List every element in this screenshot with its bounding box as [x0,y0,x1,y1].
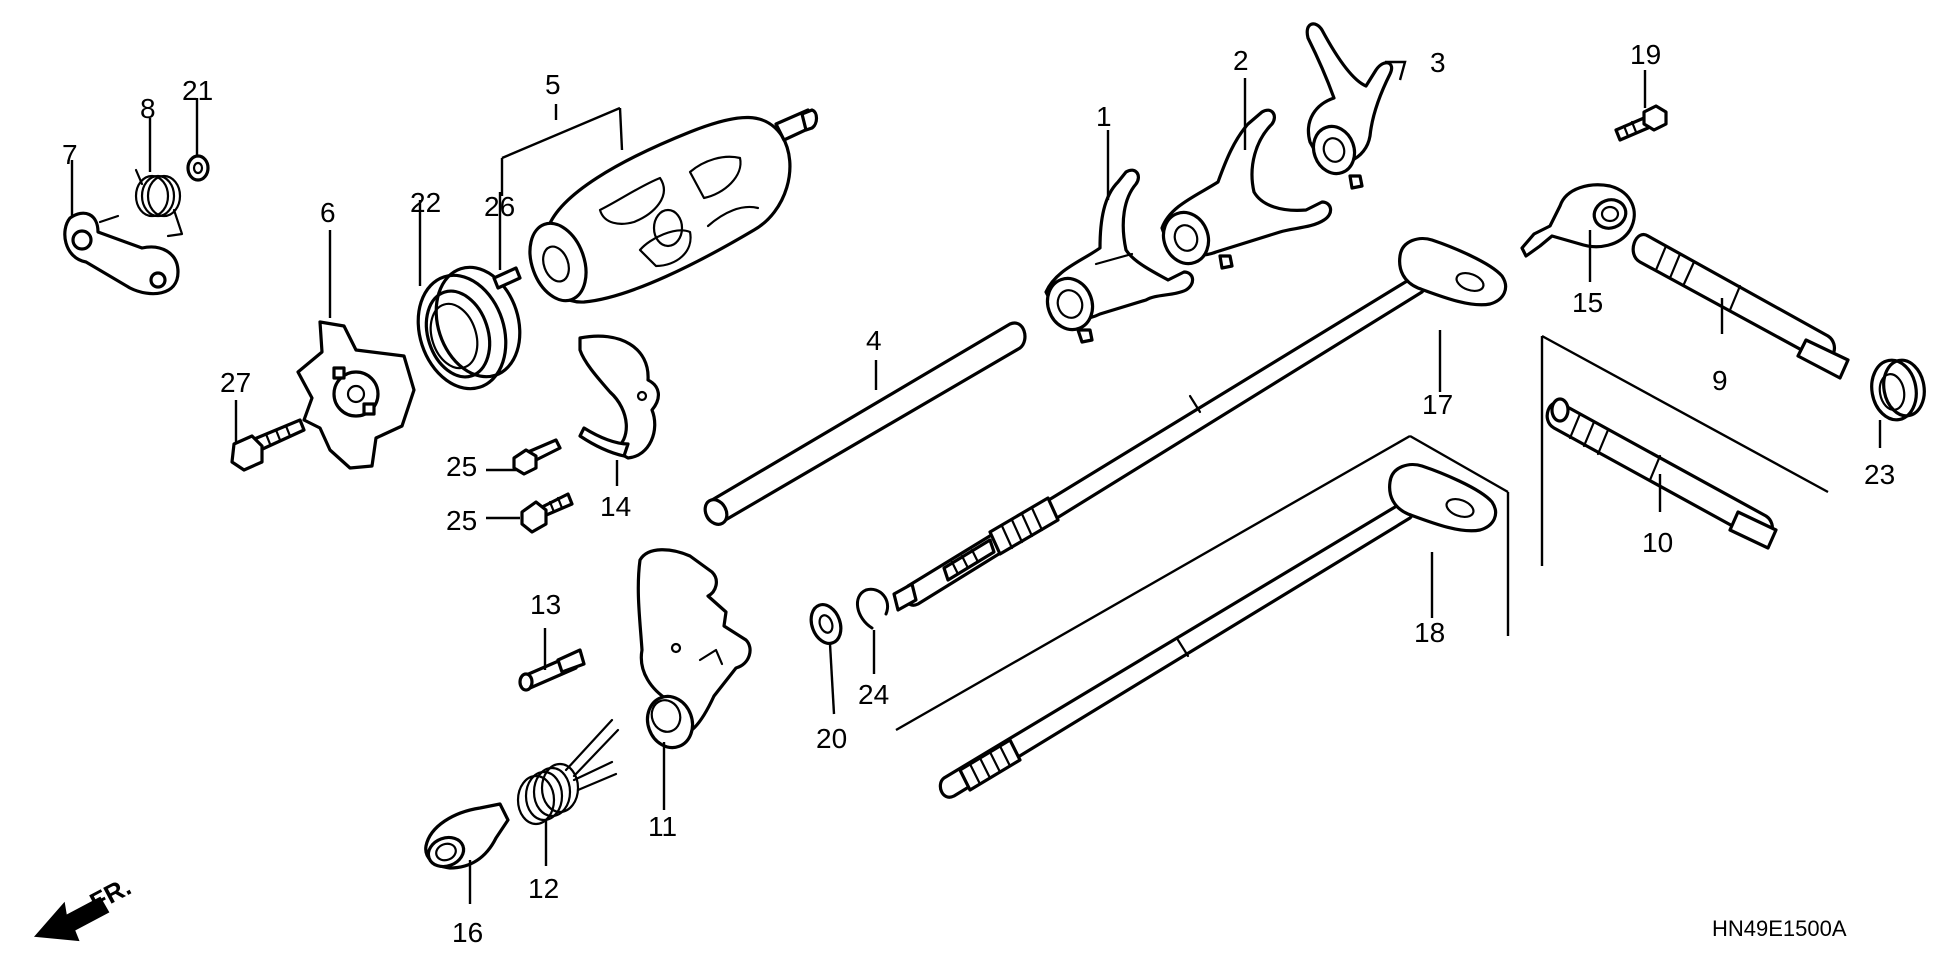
callout-18: 18 [1414,617,1445,648]
callout-11: 11 [648,811,677,842]
callout-1: 1 [1096,101,1112,132]
arrow-left-down-icon [33,896,110,942]
part-19-bolt [1614,104,1668,142]
diagram-code: HN49E1500A [1712,916,1847,941]
callout-7: 7 [62,139,78,170]
callout-9: 9 [1712,365,1728,396]
part-18-gearshift-spindle [938,462,1498,799]
part-9-shift-shaft [1631,232,1850,380]
callout-14: 14 [600,491,631,522]
callout-19: 19 [1630,39,1661,70]
callout-5: 5 [545,69,561,100]
part-23-oil-seal [1870,358,1926,422]
callout-12: 12 [528,873,559,904]
part-5-shift-drum [528,108,819,304]
part-25-bolt-lower [520,492,574,534]
part-8-spring [134,168,184,238]
callout-6: 6 [320,197,336,228]
callout-3: 3 [1430,47,1446,78]
callout-25-lower: 25 [446,505,477,536]
callout-21: 21 [182,75,213,106]
part-13-pin-bolt [518,648,586,692]
group-lines [500,104,1829,732]
callout-labels: 1 2 3 4 5 6 7 8 9 10 11 12 13 14 15 16 1… [62,39,1895,948]
part-16-joint [424,802,510,870]
part-27-bolt [230,418,306,472]
part-17-gearshift-spindle [892,236,1508,612]
part-25-bolt-upper [512,438,562,476]
callout-26: 26 [484,191,515,222]
part-4-fork-shaft [703,321,1027,526]
part-11-shift-arm [636,548,752,750]
callout-27: 27 [220,367,251,398]
callout-8: 8 [140,93,156,124]
part-15-joint [1520,183,1636,258]
callout-20: 20 [816,723,847,754]
callout-23: 23 [1864,459,1895,490]
part-1-shift-fork [1044,168,1195,344]
callout-17: 17 [1422,389,1453,420]
part-14-plate [578,334,660,460]
callout-10: 10 [1642,527,1673,558]
part-12-return-spring [516,718,620,826]
part-22-bearing [416,265,522,391]
callout-13: 13 [530,589,561,620]
part-24-circlip [856,587,889,630]
callout-4: 4 [866,325,882,356]
part-10-shift-shaft [1545,397,1778,550]
callout-15: 15 [1572,287,1603,318]
callout-16: 16 [452,917,483,948]
front-direction-indicator: FR. [33,871,136,942]
callout-2: 2 [1233,45,1249,76]
callout-22: 22 [410,187,441,218]
part-21-washer [186,154,210,182]
part-26-dowel-pin [492,266,522,290]
callout-24: 24 [858,679,889,710]
part-7-stopper-arm [63,211,180,296]
part-6-drum-center [296,320,416,470]
leader-lines [70,60,1882,904]
callout-25-upper: 25 [446,451,477,482]
part-3-shift-fork [1305,22,1394,190]
part-20-washer [809,603,843,645]
part-2-shift-fork [1160,108,1333,270]
